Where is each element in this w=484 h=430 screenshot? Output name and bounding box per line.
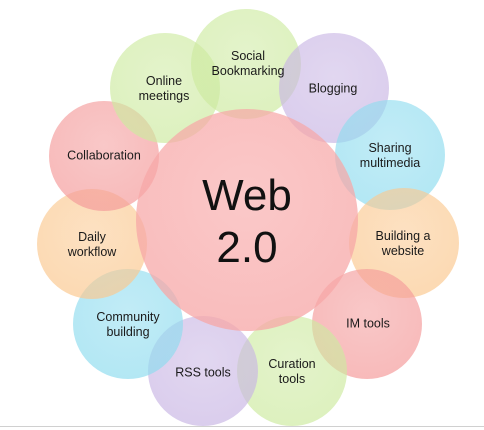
center-label: Web 2.0 [202,171,292,272]
center-circle [136,109,358,331]
bottom-divider [0,426,484,427]
